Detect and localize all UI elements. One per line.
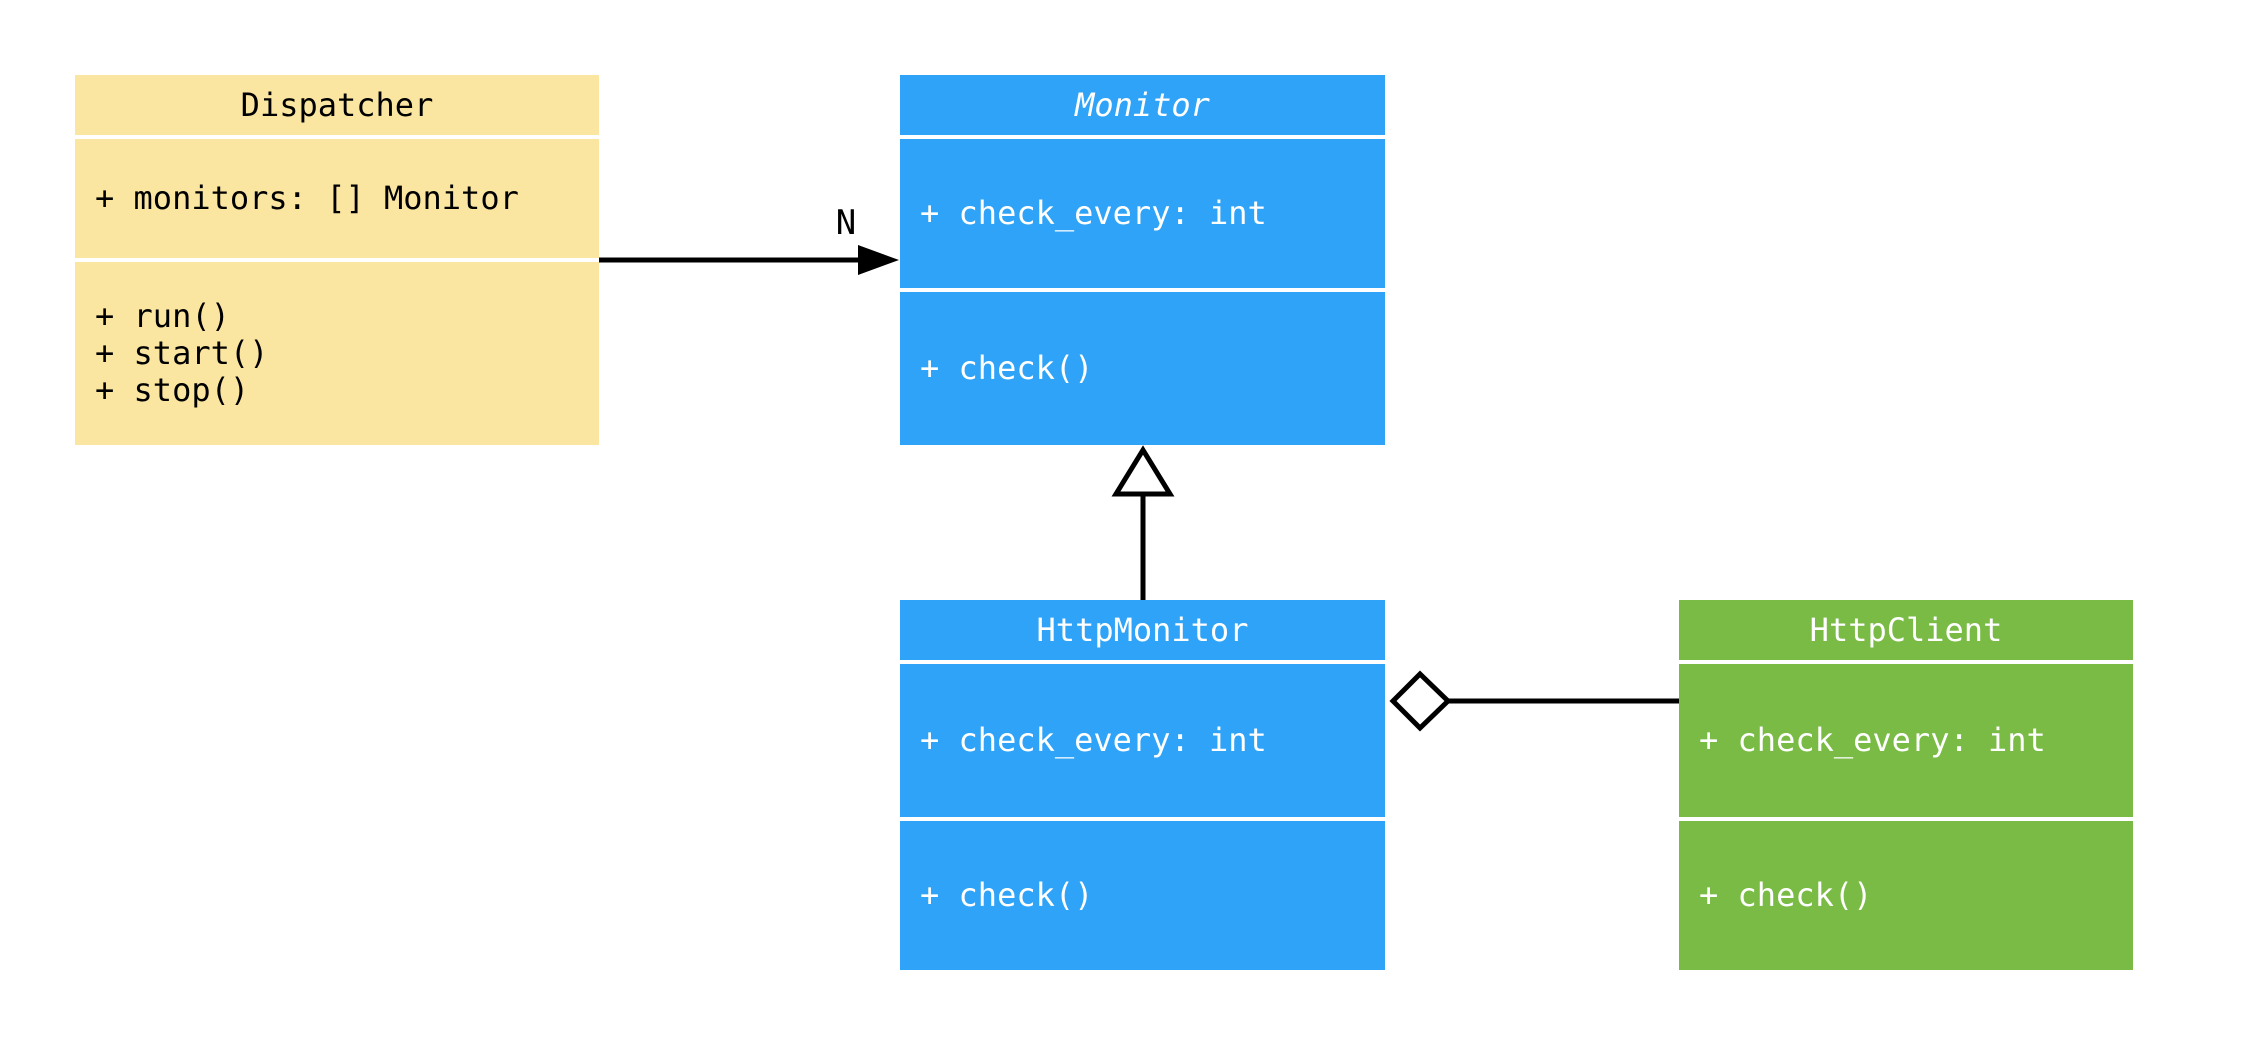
- filled-arrowhead-icon: [858, 245, 899, 275]
- method-item: + stop(): [95, 371, 250, 409]
- attribute-item: + check_every: int: [920, 721, 1267, 759]
- hollow-triangle-icon: [1111, 445, 1175, 497]
- class-node-monitor[interactable]: Monitor + check_every: int + check(): [900, 75, 1385, 445]
- class-title: HttpMonitor: [900, 600, 1385, 660]
- attributes-section: + check_every: int: [900, 139, 1385, 288]
- class-title: Monitor: [900, 75, 1385, 135]
- methods-section: + check(): [1679, 821, 2133, 970]
- attributes-section: + check_every: int: [900, 664, 1385, 817]
- methods-section: + check(): [900, 292, 1385, 445]
- class-title: HttpClient: [1679, 600, 2133, 660]
- method-item: + check(): [920, 349, 1094, 387]
- multiplicity-label: N: [835, 203, 857, 243]
- method-item: + start(): [95, 334, 269, 372]
- methods-section: + run() + start() + stop(): [75, 262, 599, 445]
- class-node-httpmonitor[interactable]: HttpMonitor + check_every: int + check(): [900, 600, 1385, 970]
- class-node-httpclient[interactable]: HttpClient + check_every: int + check(): [1679, 600, 2133, 970]
- class-title: Dispatcher: [75, 75, 599, 135]
- methods-section: + check(): [900, 821, 1385, 970]
- class-name-label: Monitor: [1075, 85, 1210, 124]
- class-name-label: HttpClient: [1809, 610, 2003, 649]
- aggregation-httpmonitor-httpclient: [1389, 670, 1679, 732]
- inheritance-httpmonitor-monitor: [1111, 445, 1175, 601]
- class-name-label: HttpMonitor: [1036, 610, 1249, 649]
- method-item: + check(): [1699, 876, 1873, 914]
- attributes-section: + monitors: [] Monitor: [75, 139, 599, 258]
- hollow-diamond-icon: [1389, 670, 1452, 732]
- class-node-dispatcher[interactable]: Dispatcher + monitors: [] Monitor + run(…: [75, 75, 599, 445]
- attribute-item: + check_every: int: [920, 194, 1267, 232]
- method-item: + run(): [95, 297, 230, 335]
- attribute-item: + check_every: int: [1699, 721, 2046, 759]
- association-dispatcher-monitor: [599, 245, 899, 275]
- class-name-label: Dispatcher: [240, 85, 434, 124]
- method-item: + check(): [920, 876, 1094, 914]
- attributes-section: + check_every: int: [1679, 664, 2133, 817]
- attribute-item: + monitors: [] Monitor: [95, 179, 519, 217]
